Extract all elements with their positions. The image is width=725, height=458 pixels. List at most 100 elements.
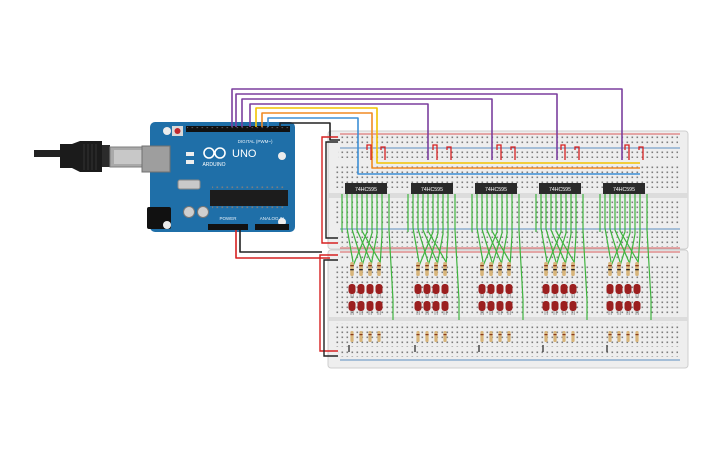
- resistor[interactable]: [377, 331, 381, 342]
- resistor[interactable]: [562, 331, 566, 342]
- resistor[interactable]: [626, 331, 630, 342]
- led-red[interactable]: [375, 301, 383, 311]
- led-red[interactable]: [542, 284, 550, 294]
- wire-purple-4[interactable]: [249, 103, 429, 160]
- led-red[interactable]: [366, 284, 374, 294]
- led-red[interactable]: [423, 284, 431, 294]
- resistor[interactable]: [553, 331, 557, 342]
- resistor[interactable]: [498, 331, 502, 342]
- led-red[interactable]: [624, 301, 632, 311]
- led-red[interactable]: [551, 301, 559, 311]
- led-red[interactable]: [633, 284, 641, 294]
- output-wire[interactable]: [445, 194, 449, 267]
- resistor[interactable]: [571, 331, 575, 342]
- resistor[interactable]: [544, 331, 548, 342]
- resistor[interactable]: [434, 331, 438, 342]
- resistor[interactable]: [350, 331, 354, 342]
- output-wire[interactable]: [628, 194, 636, 267]
- output-wire[interactable]: [412, 194, 420, 263]
- led-red[interactable]: [505, 301, 513, 311]
- shift-register-module[interactable]: 74HC595: [535, 183, 588, 352]
- jumper-red[interactable]: [380, 146, 386, 160]
- output-wire[interactable]: [476, 194, 484, 263]
- output-wire[interactable]: [619, 194, 631, 267]
- resistor[interactable]: [416, 331, 420, 342]
- cascade-wire[interactable]: [518, 194, 524, 320]
- cascade-wire[interactable]: [582, 194, 588, 320]
- led-red[interactable]: [375, 284, 383, 294]
- led-red[interactable]: [348, 301, 356, 311]
- led-red[interactable]: [366, 301, 374, 311]
- resistor[interactable]: [635, 331, 639, 342]
- led-red[interactable]: [487, 301, 495, 311]
- wire-yellow-data[interactable]: [255, 107, 640, 164]
- resistor[interactable]: [480, 331, 484, 342]
- chip-power-jumpers[interactable]: [366, 144, 644, 160]
- led-red[interactable]: [542, 301, 550, 311]
- arduino-board[interactable]: DIGITAL (PWM~) UNO ARDUINO POWER ANALOG …: [141, 122, 295, 232]
- led-red[interactable]: [496, 301, 504, 311]
- led-red[interactable]: [357, 284, 365, 294]
- jumper-red[interactable]: [510, 146, 516, 160]
- output-wire[interactable]: [482, 194, 498, 267]
- jumper-red[interactable]: [366, 144, 372, 160]
- led-red[interactable]: [441, 284, 449, 294]
- ic-74hc595-chip[interactable]: [475, 183, 517, 194]
- led-red[interactable]: [487, 284, 495, 294]
- output-wire[interactable]: [346, 194, 354, 263]
- output-wire[interactable]: [540, 194, 548, 263]
- led-red[interactable]: [441, 301, 449, 311]
- led-red[interactable]: [478, 301, 486, 311]
- led-red[interactable]: [432, 301, 440, 311]
- led-red[interactable]: [560, 301, 568, 311]
- led-red[interactable]: [432, 284, 440, 294]
- jumper-red[interactable]: [574, 146, 580, 160]
- led-red[interactable]: [505, 284, 513, 294]
- output-wire[interactable]: [573, 194, 577, 267]
- output-wire[interactable]: [555, 194, 567, 267]
- output-wire[interactable]: [436, 194, 444, 267]
- analog-header[interactable]: [255, 224, 289, 230]
- ic-74hc595-chip[interactable]: [603, 183, 645, 194]
- led-red[interactable]: [615, 284, 623, 294]
- output-wire[interactable]: [379, 194, 383, 267]
- led-red[interactable]: [348, 284, 356, 294]
- arduino-signal-wires[interactable]: [231, 88, 640, 259]
- rail-jumpers[interactable]: [319, 136, 338, 357]
- led-red[interactable]: [569, 284, 577, 294]
- wire-purple-latch[interactable]: [231, 88, 623, 160]
- wire-black-gnd-2[interactable]: [239, 230, 322, 253]
- output-wire[interactable]: [418, 194, 434, 267]
- wire-purple-2[interactable]: [235, 93, 558, 160]
- resistor[interactable]: [368, 331, 372, 342]
- cascade-wire[interactable]: [454, 194, 460, 320]
- output-wire[interactable]: [361, 194, 373, 267]
- output-wire[interactable]: [491, 194, 503, 267]
- output-wire[interactable]: [427, 194, 439, 267]
- led-red[interactable]: [478, 284, 486, 294]
- jumper-red[interactable]: [496, 144, 502, 160]
- jumper-red[interactable]: [560, 144, 566, 160]
- resistor[interactable]: [443, 331, 447, 342]
- jumper-red[interactable]: [624, 144, 630, 160]
- led-red[interactable]: [496, 284, 504, 294]
- led-red[interactable]: [423, 301, 431, 311]
- ic-74hc595-chip[interactable]: [411, 183, 453, 194]
- cascade-wire[interactable]: [646, 194, 652, 320]
- output-wire[interactable]: [546, 194, 562, 267]
- resistor[interactable]: [489, 331, 493, 342]
- output-wire[interactable]: [352, 194, 368, 267]
- power-header[interactable]: [208, 224, 248, 230]
- ic-74hc595-chip[interactable]: [345, 183, 387, 194]
- output-wire[interactable]: [610, 194, 626, 267]
- led-red[interactable]: [569, 301, 577, 311]
- jumper-red[interactable]: [446, 146, 452, 160]
- led-red[interactable]: [606, 284, 614, 294]
- usb-cable-icon[interactable]: [34, 141, 147, 172]
- output-wire[interactable]: [509, 194, 513, 267]
- output-wire[interactable]: [637, 194, 641, 267]
- led-red[interactable]: [560, 284, 568, 294]
- resistor[interactable]: [425, 331, 429, 342]
